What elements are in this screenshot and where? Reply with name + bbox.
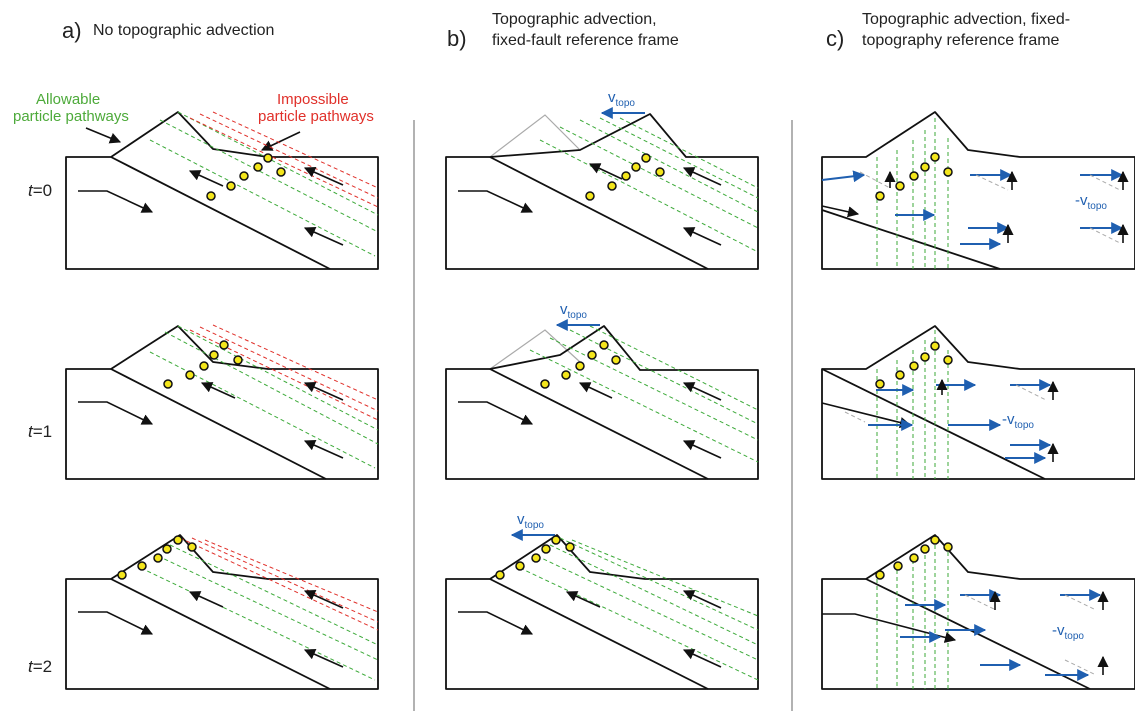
panel-c-header: c) Topographic advection, fixed- topogra… [826, 11, 1070, 51]
panel-a-letter: a) [62, 18, 82, 43]
allowable-pointer-arrow [85, 127, 122, 144]
panel-c-t1-diagram: -vtopo [821, 325, 1135, 480]
time-label-2: t=2 [28, 657, 52, 676]
impossible-label-line2: particle pathways [258, 108, 374, 125]
panel-b-t0-diagram: vtopo [445, 89, 759, 270]
svg-text:-vtopo: -vtopo [1052, 622, 1084, 642]
panel-c-title-line1: Topographic advection, fixed- [862, 11, 1070, 28]
panel-b-header: b) Topographic advection, fixed-fault re… [447, 11, 679, 51]
panel-c-title-line2: topography reference frame [862, 32, 1060, 49]
impossible-label-line1: Impossible [277, 91, 349, 108]
panel-b-title-line2: fixed-fault reference frame [492, 32, 679, 49]
panel-a-title: No topographic advection [93, 22, 274, 39]
svg-text:-vtopo: -vtopo [1002, 411, 1034, 431]
panel-a-t1-diagram [65, 324, 379, 480]
panel-c-letter: c) [826, 26, 844, 51]
time-label-1: t=1 [28, 422, 52, 441]
panel-b-title-line1: Topographic advection, [492, 11, 657, 28]
panel-a-t0-diagram [65, 111, 379, 270]
panel-a-header: a) No topographic advection [62, 18, 274, 43]
time-label-0: t=0 [28, 181, 52, 200]
panel-b-t2-diagram: vtopo [445, 511, 759, 690]
panel-b-t1-diagram: vtopo [445, 301, 759, 480]
panel-a-t2-diagram [65, 534, 379, 690]
impossible-pointer-arrow [260, 131, 301, 151]
svg-text:vtopo: vtopo [560, 301, 587, 321]
svg-text:vtopo: vtopo [517, 511, 544, 531]
panel-c-t2-diagram: -vtopo [821, 534, 1135, 690]
svg-text:vtopo: vtopo [608, 89, 635, 109]
panel-b-letter: b) [447, 26, 467, 51]
panel-c-t0-diagram: -vtopo [821, 111, 1135, 270]
allowable-label-line1: Allowable [36, 91, 100, 108]
svg-text:-vtopo: -vtopo [1075, 192, 1107, 212]
allowable-label-line2: particle pathways [13, 108, 129, 125]
